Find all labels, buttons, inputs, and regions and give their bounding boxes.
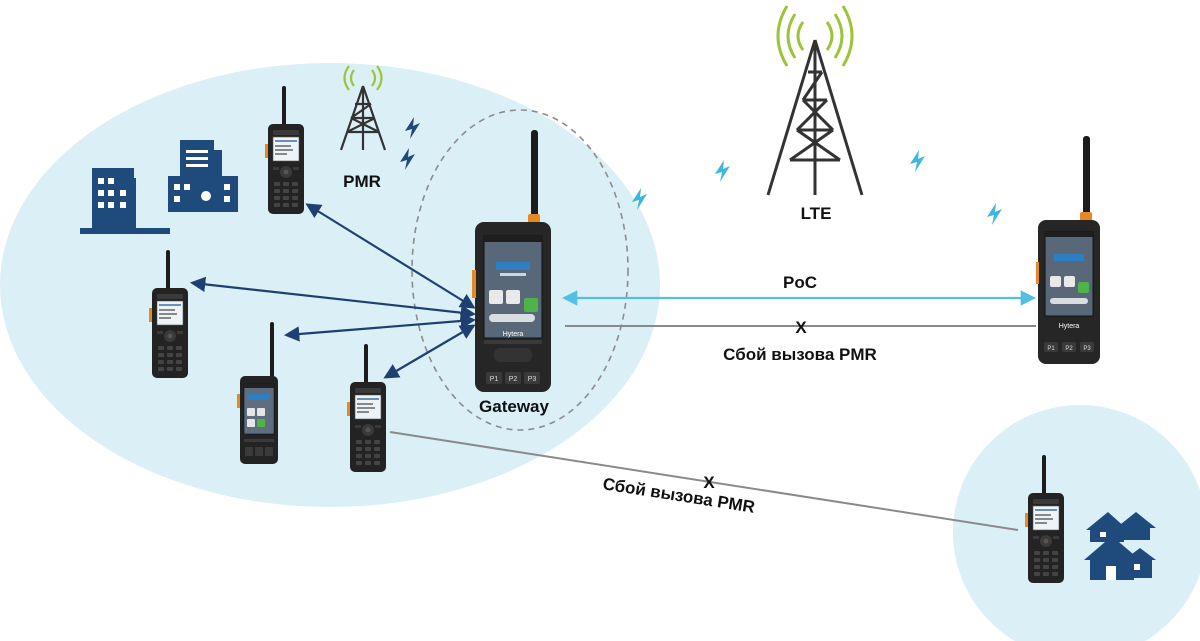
lte-tower-icon bbox=[766, 5, 864, 196]
gateway-ring bbox=[411, 109, 629, 431]
fail-text-top: Сбой вызова PMR bbox=[723, 345, 877, 364]
fail-text-bottom: Сбой вызова PMR bbox=[601, 474, 756, 517]
pmr-arrow-2 bbox=[189, 276, 477, 321]
pmr-arrow-3 bbox=[283, 313, 477, 342]
gateway-device: Hytera P1 P2 P3 bbox=[472, 130, 551, 392]
city-buildings-icon bbox=[80, 140, 238, 234]
lte-label: LTE bbox=[801, 204, 832, 223]
lte-device: Hytera P1 P2 P3 bbox=[1036, 136, 1100, 364]
poc-label: PoC bbox=[783, 273, 817, 292]
gateway-key-p3: P3 bbox=[528, 376, 537, 383]
remote-coverage-zone bbox=[953, 405, 1200, 641]
houses-icon bbox=[1084, 512, 1156, 580]
lte-key-p1: P1 bbox=[1047, 346, 1055, 352]
fail-mark-top: X bbox=[795, 318, 807, 337]
failed-link-remote bbox=[389, 431, 1019, 531]
gateway-label: Gateway bbox=[479, 397, 549, 416]
fail-mark-bottom: X bbox=[703, 473, 715, 492]
lte-key-p3: P3 bbox=[1083, 346, 1091, 352]
gateway-key-p2: P2 bbox=[509, 376, 518, 383]
pmr-arrow-4 bbox=[383, 324, 476, 379]
radio-tower-icon bbox=[339, 65, 387, 151]
pmr-coverage-zone bbox=[0, 63, 660, 507]
gateway-key-p1: P1 bbox=[490, 376, 499, 383]
lte-device-brand: Hytera bbox=[1059, 323, 1080, 330]
pmr-label: PMR bbox=[343, 172, 381, 191]
gateway-brand: Hytera bbox=[503, 331, 524, 338]
lte-key-p2: P2 bbox=[1065, 346, 1073, 352]
